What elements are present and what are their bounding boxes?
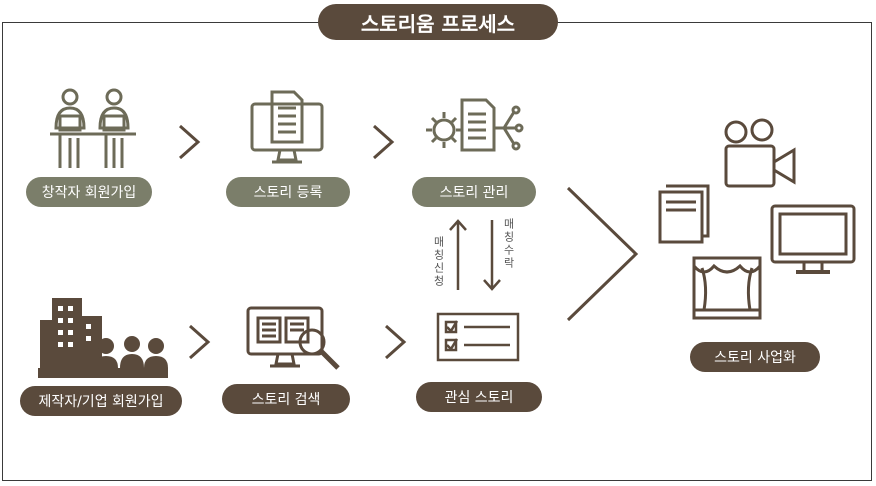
story-register-pill: 스토리 등록 (226, 177, 350, 207)
creator-signup-pill: 창작자 회원가입 (26, 177, 152, 207)
interest-story-pill: 관심 스토리 (416, 382, 542, 412)
commercialize-pill: 스토리 사업화 (690, 342, 820, 372)
arrow-up-icon (449, 219, 467, 290)
theater-stage-icon (692, 256, 762, 320)
monitor-search-icon (246, 306, 340, 370)
gear-document-network-icon (426, 98, 524, 152)
video-camera-icon (724, 118, 796, 188)
buildings-people-icon (38, 298, 168, 378)
chevron-right-icon (179, 124, 201, 160)
checklist-icon (436, 312, 520, 362)
chevron-right-icon (385, 324, 407, 360)
creators-icon (50, 88, 136, 168)
story-search-pill: 스토리 검색 (222, 384, 350, 414)
producer-signup-pill: 제작자/기업 회원가입 (20, 386, 182, 416)
television-icon (770, 204, 856, 274)
story-manage-pill: 스토리 관리 (412, 177, 536, 207)
chevron-right-icon (373, 124, 395, 160)
book-icon (658, 184, 710, 244)
monitor-document-icon (250, 90, 324, 164)
diagram-title: 스토리움 프로세스 (318, 4, 558, 40)
match-request-label: 매칭신청 (432, 236, 445, 288)
chevron-right-icon (189, 324, 211, 360)
match-accept-label: 매칭수락 (502, 218, 515, 270)
large-chevron-right-icon (566, 186, 639, 322)
arrow-down-icon (483, 220, 501, 291)
